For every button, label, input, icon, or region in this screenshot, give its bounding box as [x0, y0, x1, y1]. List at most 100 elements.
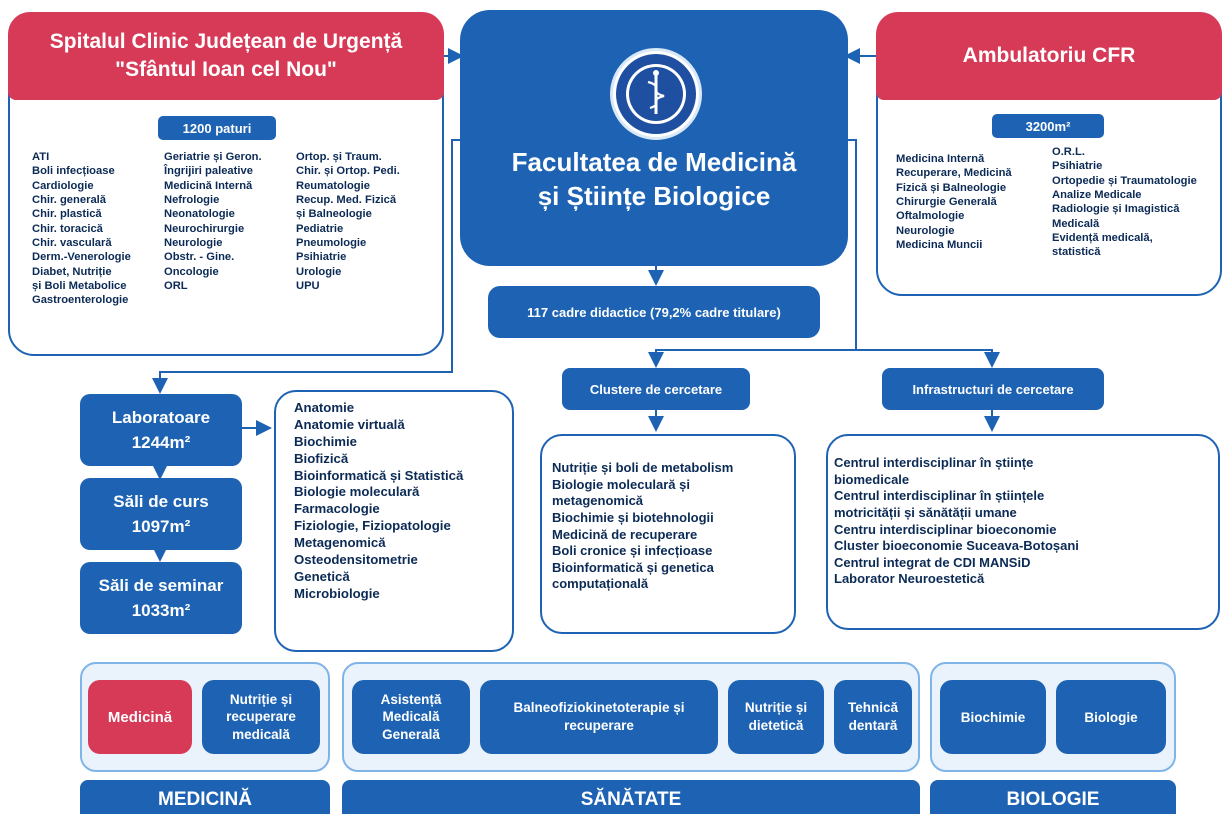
infra-panel — [826, 434, 1220, 630]
lab-item: Fiziologie, Fiziopatologie — [294, 518, 451, 534]
cluster-item: Bioinformatică și genetica — [552, 559, 714, 575]
cluster-item: Nutriție și boli de metabolism — [552, 460, 734, 475]
ambulatoriu-specialty: Radiologie și Imagistică — [1052, 203, 1180, 216]
lab-item: Microbiologie — [294, 585, 380, 601]
cluster-item: computațională — [552, 576, 649, 592]
space-laboratoare-area: 1244m² — [131, 433, 191, 452]
clusters-title: Clustere de cercetare — [562, 368, 750, 410]
program-nutritie-dietetica: Nutriție și dietetică — [728, 680, 824, 754]
hospital-specialty: Gastroenterologie — [32, 294, 129, 307]
ambulatoriu-title: Ambulatoriu CFR — [876, 12, 1222, 100]
hospital-specialty: UPU — [296, 279, 320, 292]
ambulatoriu-specialty: Medicina Muncii — [896, 238, 983, 251]
domain-biologie: BIOLOGIE — [930, 780, 1176, 814]
space-sali-seminar: Săli de seminar 1033m² — [80, 562, 242, 634]
hospital-specialty: Chir. vasculară — [32, 236, 112, 249]
hospital-specialty: Psihiatrie — [296, 251, 347, 264]
hospital-specialty: ORL — [164, 279, 188, 292]
lab-item: Osteodensitometrie — [294, 552, 418, 568]
university-seal-icon — [616, 54, 696, 134]
lab-item: Metagenomică — [294, 535, 386, 551]
hospital-specialty: Chir. toracică — [32, 222, 103, 235]
infra-item: Centrul integrat de CDI MANSiD — [834, 554, 1031, 570]
lab-item: Genetică — [294, 568, 350, 584]
space-sali-curs-name: Săli de curs — [113, 491, 209, 511]
hospital-specialty: Chir. plastică — [32, 208, 102, 221]
lab-item: Biofizică — [294, 450, 349, 466]
infra-item: biomedicale — [834, 471, 910, 487]
space-sali-curs-area: 1097m² — [131, 517, 191, 536]
hospital-specialty: Pediatrie — [296, 222, 344, 235]
infra-item: Cluster bioeconomie Suceava-Botoșani — [834, 538, 1079, 554]
infra-item: Laborator Neuroestetică — [834, 571, 985, 587]
lab-item: Biologie moleculară — [294, 484, 420, 500]
program-tehnica-dentara: Tehnică dentară — [834, 680, 912, 754]
space-sali-seminar-name: Săli de seminar — [98, 575, 224, 595]
lab-item: Anatomie virtuală — [294, 416, 405, 432]
infra-item: Centrul interdisciplinar în științele — [834, 488, 1045, 504]
hospital-specialty: Îngrijiri paleative — [164, 165, 253, 178]
faculty-logo — [610, 48, 702, 140]
hospital-specialty: Pneumologie — [296, 236, 367, 249]
hospital-specialty: și Boli Metabolice — [32, 279, 127, 292]
clusters-panel — [540, 434, 796, 634]
program-asistenta: Asistență Medicală Generală — [352, 680, 470, 754]
ambulatoriu-specialty: Recuperare, Medicină — [896, 167, 1012, 180]
hospital-specialty: Neurologie — [164, 236, 223, 249]
hospital-beds-badge: 1200 paturi — [158, 116, 276, 140]
hospital-specialty: Diabet, Nutriție — [32, 265, 112, 278]
space-sali-seminar-area: 1033m² — [131, 601, 191, 620]
faculty-title-line2: și Științe Biologice — [537, 181, 771, 211]
faculty-title: Facultatea de Medicină și Științe Biolog… — [460, 142, 848, 218]
cluster-item: Biochimie și biotehnologii — [552, 509, 714, 525]
program-balneo: Balneofiziokinetoterapie și recuperare — [480, 680, 718, 754]
program-biochimie: Biochimie — [940, 680, 1046, 754]
program-nutritie-recuperare: Nutriție și recuperare medicală — [202, 680, 320, 754]
cluster-item: metagenomică — [552, 493, 644, 509]
lab-item: Anatomie — [294, 400, 355, 415]
program-medicina: Medicină — [88, 680, 192, 754]
space-laboratoare: Laboratoare 1244m² — [80, 394, 242, 466]
space-sali-curs: Săli de curs 1097m² — [80, 478, 242, 550]
hospital-specialty: Ortop. și Traum. — [296, 151, 382, 163]
ambulatoriu-specialty: Evidență medicală, — [1052, 231, 1153, 244]
faculty-title-line1: Facultatea de Medicină — [511, 147, 797, 178]
domain-medicina: MEDICINĂ — [80, 780, 330, 814]
hospital-specialty: Obstr. - Gine. — [164, 251, 235, 264]
hospital-specialty: ATI — [32, 151, 50, 163]
hospital-specialty: Nefrologie — [164, 193, 220, 206]
hospital-title-line2: "Sfântul Ioan cel Nou" — [115, 58, 337, 81]
hospital-specialties-col3: Ortop. și Traum.Chir. și Ortop. Pedi.Reu… — [296, 150, 400, 293]
program-biologie: Biologie — [1056, 680, 1166, 754]
ambulatoriu-specialty: Medicală — [1052, 217, 1100, 230]
hospital-specialty: și Balneologie — [296, 208, 372, 221]
hospital-specialty: Reumatologie — [296, 179, 370, 192]
hospital-specialty: Chir. generală — [32, 193, 106, 206]
ambulatoriu-specialty: Ortopedie și Traumatologie — [1052, 174, 1197, 187]
lab-item: Farmacologie — [294, 501, 380, 517]
hospital-title-box: Spitalul Clinic Județean de Urgență "Sfâ… — [8, 12, 444, 100]
infra-item: Centrul interdisciplinar în științe — [834, 455, 1034, 470]
ambulatoriu-specialty: Medicina Internă — [896, 153, 985, 165]
ambulatoriu-specialty: Oftalmologie — [896, 210, 965, 223]
cluster-item: Boli cronice și infecțioase — [552, 543, 713, 559]
ambulatoriu-specialty: Psihiatrie — [1052, 160, 1103, 173]
lab-item: Bioinformatică și Statistică — [294, 467, 464, 483]
ambulatoriu-specialty: statistică — [1052, 246, 1101, 259]
hospital-specialty: Oncologie — [164, 265, 219, 278]
hospital-specialty: Boli infecțioase — [32, 165, 115, 178]
ambulatoriu-area-badge: 3200m² — [992, 114, 1104, 138]
ambulatoriu-specialty: Chirurgie Generală — [896, 195, 997, 208]
hospital-specialty: Urologie — [296, 265, 342, 278]
hospital-specialty: Recup. Med. Fizică — [296, 193, 397, 206]
hospital-specialty: Geriatrie și Geron. — [164, 151, 262, 163]
labs-panel — [274, 390, 514, 652]
hospital-specialty: Neurochirurgie — [164, 222, 245, 235]
